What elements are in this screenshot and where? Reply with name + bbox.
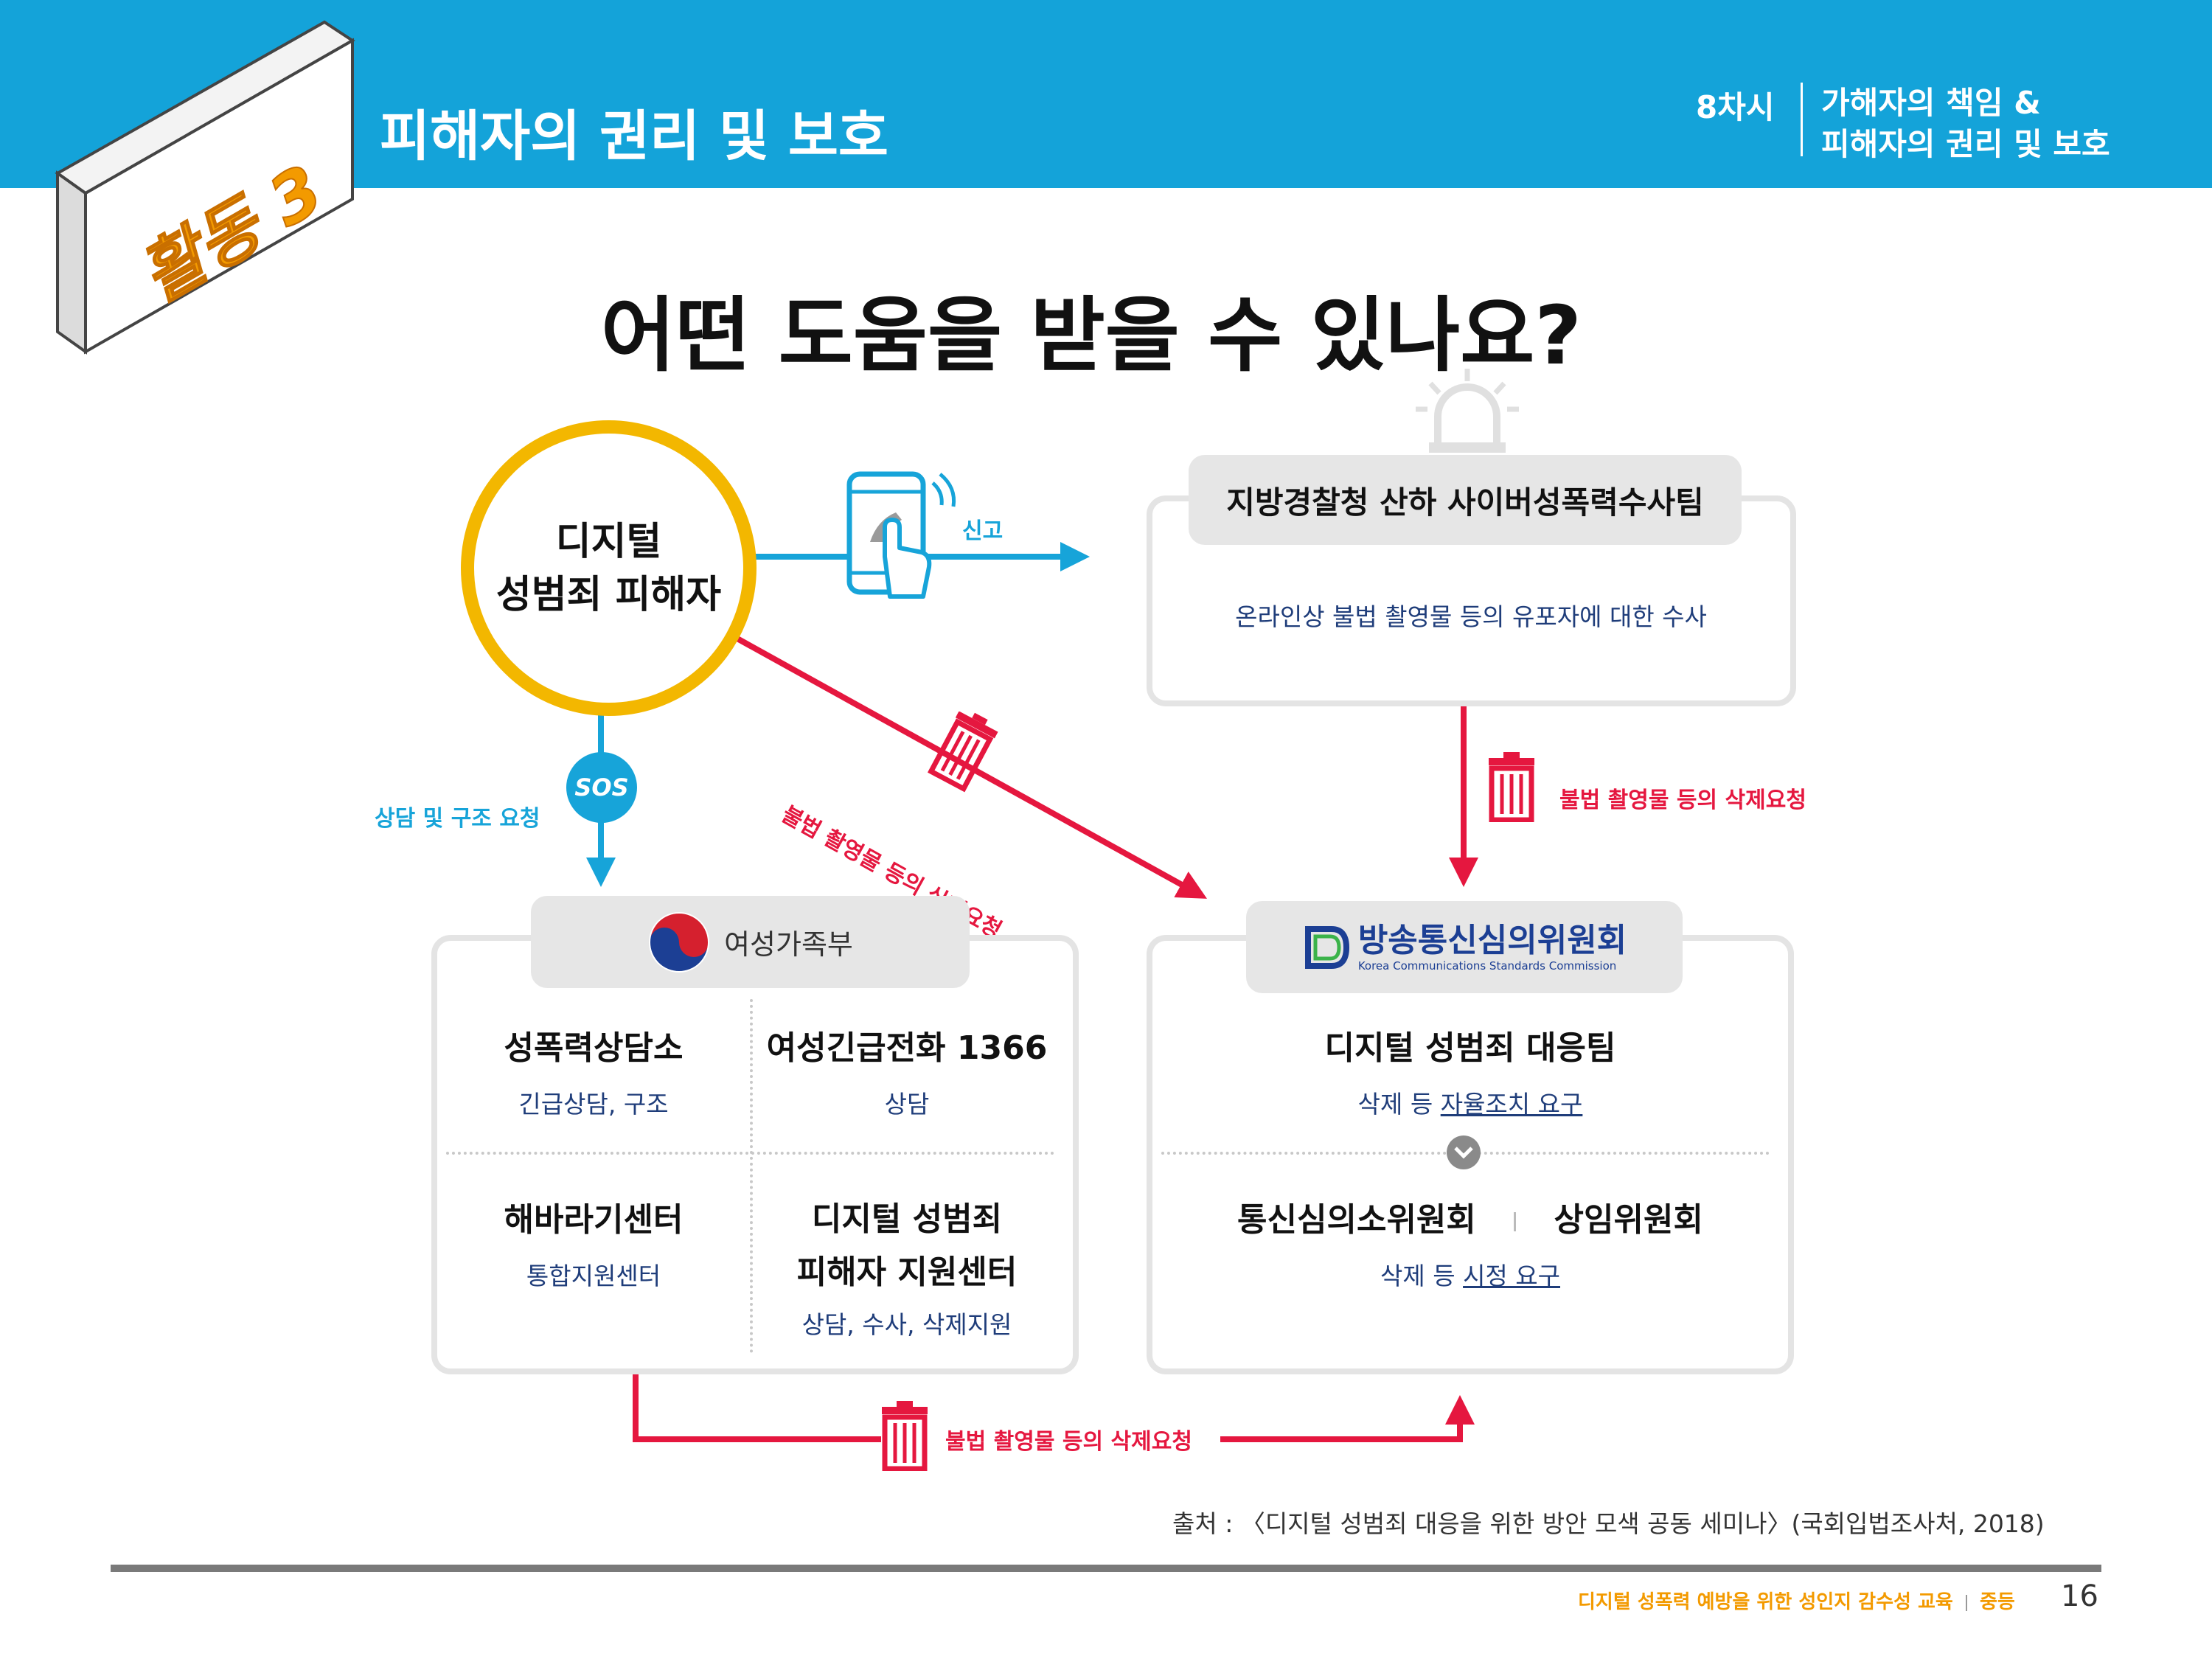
kcsc-sub-right: 상임위원회 — [1554, 1201, 1703, 1239]
kcsc-team: 디지털 성범죄 대응팀 삭제 등 자율조치 요구 — [1147, 1021, 1794, 1120]
mogef-hdivider — [446, 1152, 1054, 1155]
mogef-cell-title: 여성긴급전화 1366 — [766, 1029, 1048, 1067]
sos-label: 상담 및 구조 요청 — [375, 806, 540, 832]
lesson-topic-line1: 가해자의 책임 & — [1821, 85, 2041, 121]
phone-report-icon — [846, 471, 956, 599]
kcsc-sub: 통신심의소위원회 상임위원회 삭제 등 시정 요구 — [1147, 1193, 1794, 1292]
header-bar — [0, 0, 2212, 188]
mogef-org-name: 여성가족부 — [724, 928, 853, 961]
mogef-delete-line-right — [1220, 1395, 1475, 1442]
mogef-cell-2: 여성긴급전화 1366 상담 — [752, 1021, 1062, 1120]
mogef-box — [431, 935, 1079, 1374]
chevron-down-icon — [1447, 1135, 1481, 1169]
kcsc-sub-titles: 통신심의소위원회 상임위원회 — [1147, 1193, 1794, 1240]
victim-line1: 디지털 — [555, 519, 662, 564]
mogef-org-pill: 여성가족부 — [531, 896, 970, 988]
mogef-cell-title: 성폭력상담소 — [504, 1029, 684, 1067]
police-title-pill: 지방경찰청 산하 사이버성폭력수사팀 — [1189, 455, 1742, 545]
footer-divider — [1965, 1594, 1967, 1611]
taegeuk-logo-icon — [649, 911, 710, 973]
mogef-cell-desc: 통합지원센터 — [526, 1262, 661, 1290]
kcsc-sub-divider — [1514, 1212, 1517, 1231]
sos-badge: SOS — [566, 752, 637, 823]
trash-icon — [1489, 752, 1534, 822]
siren-icon — [1416, 369, 1519, 453]
footer-part2: 성인지 감수성 교육 — [1798, 1591, 1953, 1613]
activity-sign: 활동 3 — [55, 20, 355, 355]
mogef-cell-title-line1: 디지털 성범죄 — [811, 1200, 1003, 1238]
kcsc-sub-desc: 삭제 등 시정 요구 — [1147, 1256, 1794, 1292]
footer-text: 디지털 성폭력 예방을 위한 성인지 감수성 교육 중등 — [1578, 1587, 2015, 1614]
mogef-vdivider — [750, 999, 753, 1353]
footer-part3: 중등 — [1979, 1591, 2015, 1613]
header-title: 피해자의 권리 및 보호 — [380, 105, 889, 168]
kcsc-org-name-en: Korea Communications Standards Commissio… — [1357, 959, 1617, 973]
mogef-cell-4: 디지털 성범죄 피해자 지원센터 상담, 수사, 삭제지원 — [752, 1193, 1062, 1340]
mogef-cell-desc: 상담, 수사, 삭제지원 — [801, 1310, 1012, 1339]
kcsc-team-desc-prefix: 삭제 등 — [1357, 1090, 1441, 1119]
police-desc: 온라인상 불법 촬영물 등의 유포자에 대한 수사 — [1235, 602, 1707, 631]
mogef-cell-3: 해바라기센터 통합지원센터 — [435, 1193, 752, 1292]
mogef-cell-desc: 상담 — [884, 1090, 930, 1119]
lesson-topic-line2: 피해자의 권리 및 보호 — [1821, 126, 2110, 162]
victim-line2: 성범죄 피해자 — [495, 572, 722, 617]
kcsc-team-desc-link: 자율조치 요구 — [1440, 1090, 1583, 1119]
sos-badge-label: SOS — [574, 773, 629, 801]
page-number: 16 — [2061, 1579, 2098, 1613]
source-citation: 출처 : 〈디지털 성범죄 대응을 위한 방안 모색 공동 세미나〉(국회입법조… — [1172, 1509, 2045, 1538]
footer-rule — [111, 1565, 2101, 1572]
kcsc-sub-left: 통신심의소위원회 — [1237, 1201, 1476, 1239]
police-title: 지방경찰청 산하 사이버성폭력수사팀 — [1226, 484, 1704, 521]
trash-icon — [928, 712, 998, 793]
mogef-cell-1: 성폭력상담소 긴급상담, 구조 — [435, 1021, 752, 1120]
mogef-cell-title-line2: 피해자 지원센터 — [796, 1253, 1018, 1291]
police-delete-label: 불법 촬영물 등의 삭제요청 — [1559, 787, 1806, 813]
mogef-cell-title: 해바라기센터 — [504, 1201, 684, 1239]
kcsc-sub-desc-prefix: 삭제 등 — [1380, 1262, 1464, 1290]
kcsc-team-title: 디지털 성범죄 대응팀 — [1324, 1029, 1616, 1067]
kcsc-org-pill: 방송통신심의위원회 Korea Communications Standards… — [1246, 901, 1683, 993]
lesson-number: 8차시 — [1696, 89, 1775, 125]
footer-part1: 디지털 성폭력 예방을 위한 — [1578, 1591, 1792, 1613]
mogef-cell-desc: 긴급상담, 구조 — [518, 1090, 669, 1119]
mogef-delete-label: 불법 촬영물 등의 삭제요청 — [945, 1429, 1192, 1455]
kcsc-team-desc: 삭제 등 자율조치 요구 — [1147, 1085, 1794, 1120]
report-label: 신고 — [962, 518, 1004, 544]
trash-icon — [882, 1401, 928, 1471]
kcsc-logo-icon — [1304, 925, 1349, 969]
diagonal-delete-arrow — [721, 627, 1207, 899]
kcsc-org-name: 방송통신심의위원회 — [1357, 921, 1627, 959]
lesson-divider — [1801, 83, 1803, 156]
lesson-topic: 가해자의 책임 & 피해자의 권리 및 보호 — [1821, 83, 2110, 165]
page-title: 어떤 도움을 받을 수 있나요? — [600, 288, 1582, 383]
kcsc-sub-desc-link: 시정 요구 — [1463, 1262, 1560, 1290]
victim-circle: 디지털 성범죄 피해자 — [461, 420, 757, 716]
mogef-delete-line-left — [633, 1368, 881, 1442]
